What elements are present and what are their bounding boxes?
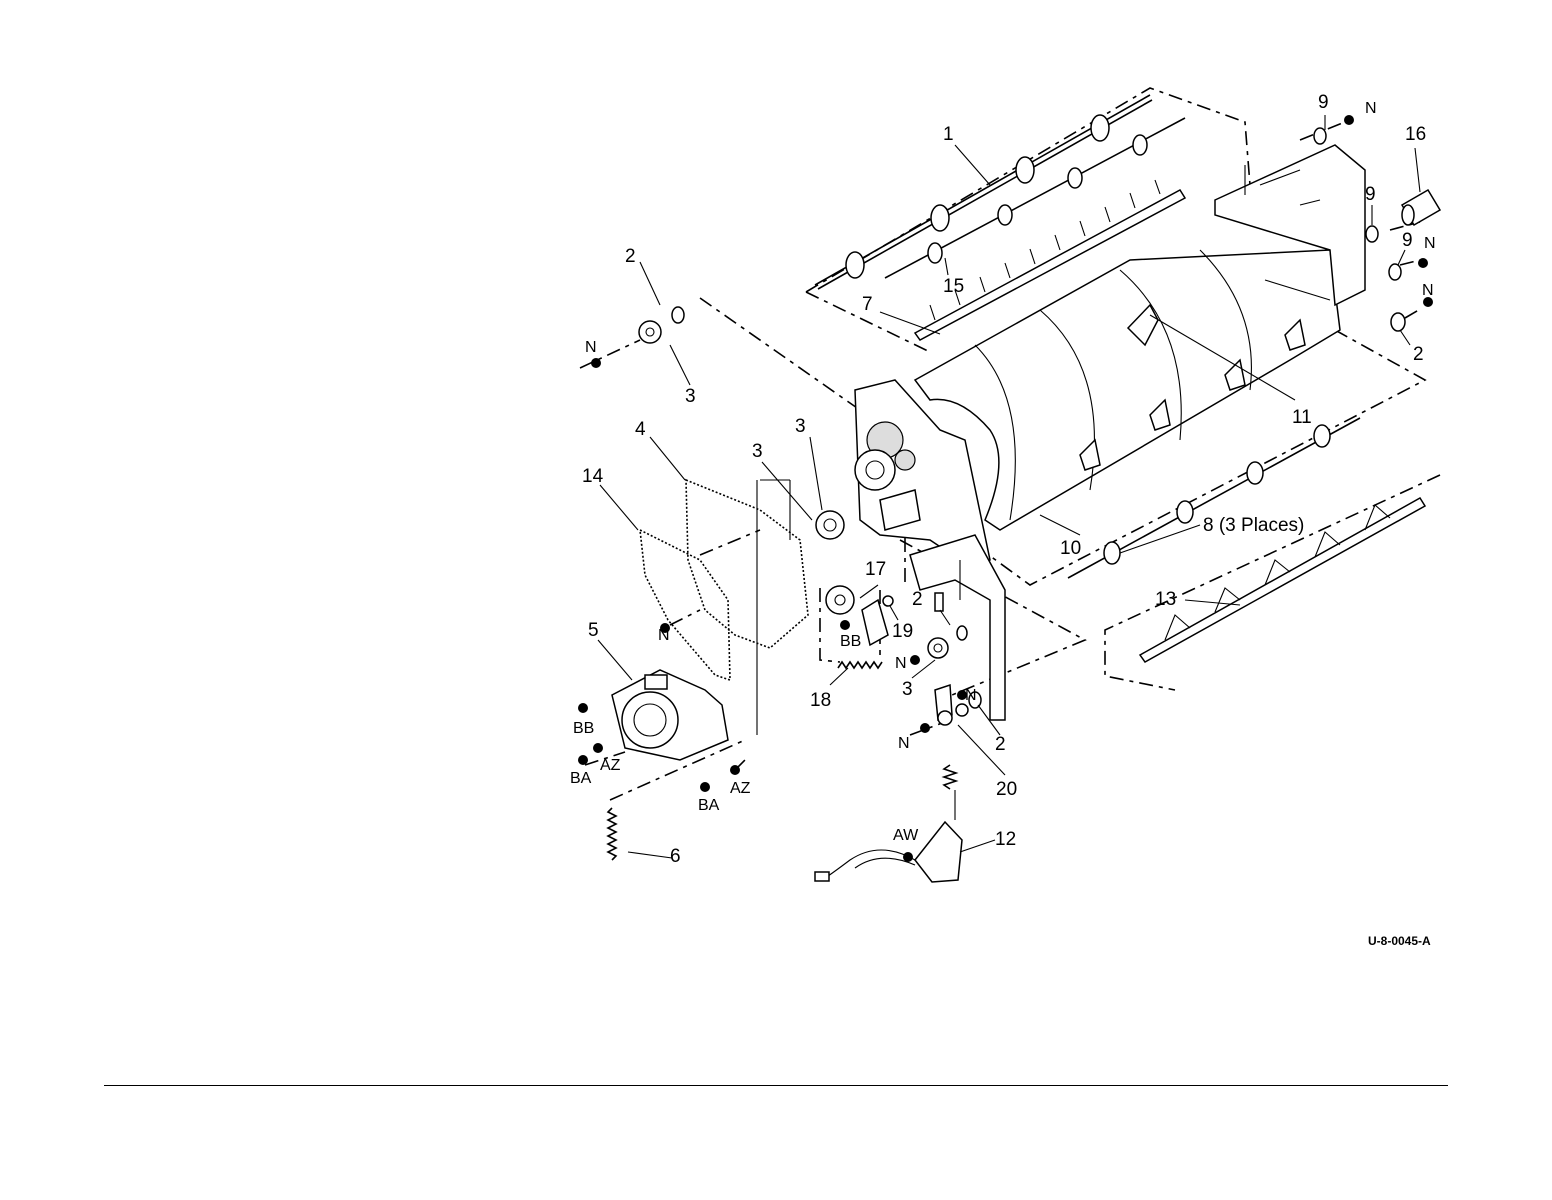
e-ring-19 [883,596,893,606]
callout-2-topleft: 2 [625,246,636,267]
callout-8: 8 (3 Places) [1203,515,1304,536]
callout-11: 11 [1292,407,1312,428]
ref-n-right-1: N [1424,235,1436,252]
callout-18: 18 [810,690,831,711]
ref-bb-gear: BB [840,633,861,650]
callout-12: 12 [995,829,1016,850]
callout-1: 1 [943,124,954,145]
ref-ba-left: BA [570,770,592,787]
callout-9-low: 9 [1402,230,1413,251]
timing-belt-14 [640,530,730,680]
ref-n-lower: N [898,735,910,752]
spring-18 [838,662,882,668]
ref-n-left: N [585,339,597,356]
callout-9-mid: 9 [1365,184,1376,205]
figure-id: U-8-0045-A [1368,934,1431,948]
ref-bb-motor: BB [573,720,594,737]
drive-roll-assembly [815,95,1152,289]
callout-16: 16 [1405,124,1426,145]
gear-3-lower [928,626,967,658]
gear-3-top [639,307,684,343]
ref-n-top: N [1365,100,1377,117]
callout-2-link: 2 [995,734,1006,755]
sensor-12 [815,765,962,882]
ref-n-gear: N [895,655,907,672]
ref-az-left: AZ [600,757,621,774]
callout-9-top: 9 [1318,92,1329,113]
callout-20: 20 [996,779,1017,800]
ref-n-link: N [965,687,977,704]
ref-ba-right: BA [698,797,720,814]
callout-5: 5 [588,620,599,641]
idler-roll-shaft [885,118,1185,278]
callout-7: 7 [862,294,873,315]
callout-10: 10 [1060,538,1081,559]
callout-3-belt: 3 [752,441,763,462]
callout-6: 6 [670,846,681,867]
callout-14: 14 [582,466,604,487]
ref-n-right-2: N [1422,282,1434,299]
ref-aw: AW [893,827,919,844]
knob-16 [1402,190,1440,225]
callout-3-pulley: 3 [795,416,806,437]
callout-13: 13 [1155,589,1176,610]
lower-bracket [910,535,1005,720]
ref-n-belt: N [658,627,670,644]
mounting-guide-lines [757,480,790,735]
callout-2-right: 2 [1413,344,1424,365]
callout-4: 4 [635,419,646,440]
callout-19: 19 [892,621,913,642]
footer-rule [104,1085,1448,1086]
spring-6 [608,808,616,860]
callout-17: 17 [865,559,886,580]
callout-3-topleft: 3 [685,386,696,407]
callout-2-lower: 2 [912,589,923,610]
callout-3-lower: 3 [902,679,913,700]
drive-motor-5 [612,670,728,760]
pulley-gear-3 [816,511,844,539]
ref-az-right: AZ [730,780,751,797]
callout-15: 15 [943,276,964,297]
